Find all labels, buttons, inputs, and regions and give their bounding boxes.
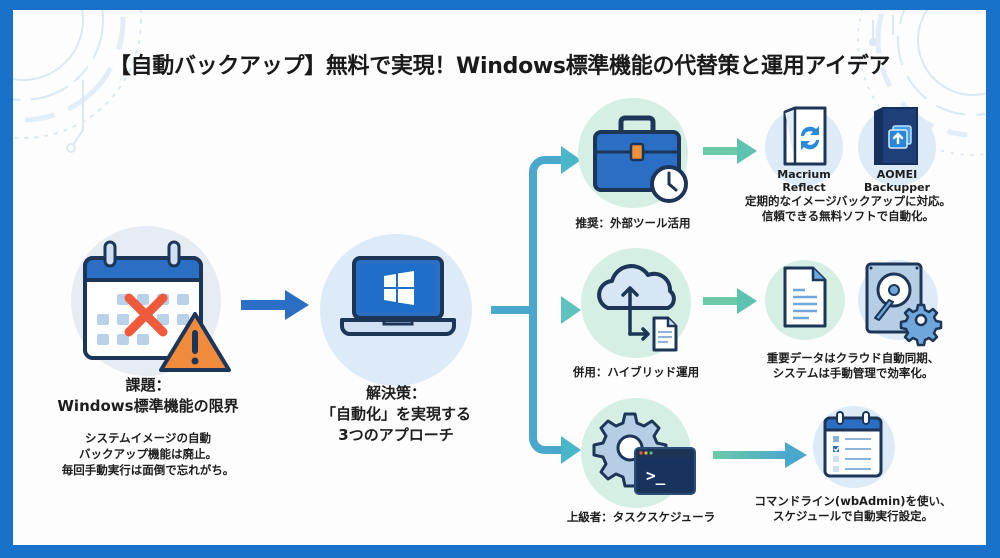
approach-2-description: 重要データはクラウド自動同期、 システムは手動管理で効率化。	[738, 351, 968, 381]
approach-1-description: 定期的なイメージバックアップに対応。 信頼できる無料ソフトで自動化。	[733, 194, 963, 224]
macrium-name-line2: Reflect	[782, 181, 826, 194]
branch-arrowhead-top	[561, 146, 581, 174]
solution-heading: 解決策： 「自動化」を実現する 3つのアプローチ	[296, 383, 496, 446]
approach-1-desc-line2: 信頼できる無料ソフトで自動化。	[761, 209, 935, 223]
hard-drive-gear-icon	[865, 262, 943, 347]
solution-heading-line2: 「自動化」を実現する	[320, 405, 471, 423]
aomei-backupper-name: AOMEI Backupper	[848, 168, 946, 194]
approach-1-desc-line1: 定期的なイメージバックアップに対応。	[744, 194, 952, 208]
infographic-frame: 【自動バックアップ】無料で実現！Windows標準機能の代替策と運用アイデア 課…	[13, 10, 986, 545]
branch-arrowhead-bottom	[561, 436, 581, 464]
terminal-prompt: >_	[646, 466, 666, 485]
decorative-circuit-top-left	[13, 10, 142, 153]
problem-desc-line3: 毎回手動実行は面倒で忘れがち。	[61, 463, 235, 477]
windows-laptop-icon	[340, 256, 456, 336]
toolbox-clock-icon	[593, 115, 688, 203]
approach-3-desc-line1: コマンドライン(wbAdmin)を使い、	[754, 494, 952, 508]
page-title: 【自動バックアップ】無料で実現！Windows標準機能の代替策と運用アイデア	[108, 54, 891, 79]
macrium-reflect-name: Macrium Reflect	[765, 168, 843, 194]
document-icon	[783, 266, 827, 328]
solution-heading-line3: 3つのアプローチ	[338, 426, 454, 444]
gear-terminal-icon: >_	[592, 412, 696, 495]
approach-2-desc-line1: 重要データはクラウド自動同期、	[766, 351, 940, 365]
checklist-calendar-icon	[823, 411, 883, 478]
approach-3-desc-line2: スケジュールで自動実行設定。	[772, 509, 934, 523]
calendar-warning-icon	[83, 240, 231, 372]
cloud-sync-icon	[597, 264, 678, 352]
problem-heading: 課題： Windows標準機能の限界	[33, 375, 263, 417]
aomei-backupper-box-icon	[874, 107, 918, 165]
branch-arrowhead-middle	[561, 296, 581, 324]
approach-2-label: 併用：ハイブリッド運用	[572, 365, 700, 379]
problem-desc-line2: バックアップ機能は廃止。	[79, 447, 217, 461]
solution-heading-line1: 解決策：	[365, 384, 426, 402]
problem-heading-line2: Windows標準機能の限界	[57, 397, 239, 415]
branch-connector	[491, 146, 581, 464]
problem-heading-line1: 課題：	[125, 376, 171, 394]
decorative-circuit-top-right	[857, 10, 986, 156]
arrow-right-icon-approach-2	[703, 288, 757, 314]
arrow-right-icon-approach-1	[703, 138, 757, 164]
macrium-name-line1: Macrium	[777, 168, 831, 181]
approach-1-label: 推奨：外部ツール活用	[575, 216, 691, 230]
problem-description: システムイメージの自動 バックアップ機能は廃止。 毎回手動実行は面倒で忘れがち。	[33, 430, 263, 478]
aomei-name-line2: Backupper	[863, 181, 931, 194]
problem-desc-line1: システムイメージの自動	[85, 431, 211, 445]
arrow-right-icon	[241, 290, 309, 320]
macrium-reflect-box-icon	[783, 106, 827, 166]
arrow-right-icon-approach-3	[713, 442, 807, 468]
aomei-name-line1: AOMEI	[876, 168, 918, 181]
approach-3-description: コマンドライン(wbAdmin)を使い、 スケジュールで自動実行設定。	[733, 494, 973, 524]
approach-2-desc-line2: システムは手動管理で効率化。	[772, 366, 934, 380]
approach-3-label: 上級者：タスクスケジューラ	[566, 510, 716, 524]
